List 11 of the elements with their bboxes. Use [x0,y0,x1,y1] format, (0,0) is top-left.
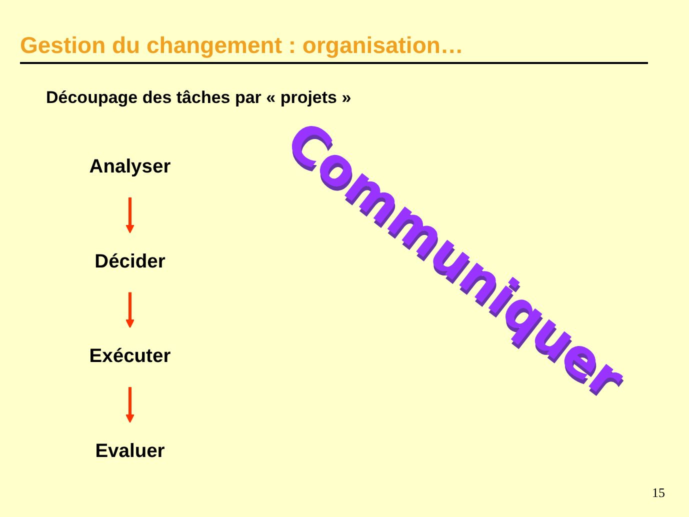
node-text: Décider [94,251,166,272]
arrow [126,197,134,234]
subtitle: Découpage des tâches par « projets » [46,88,352,108]
node-text: Exécuter [89,346,171,368]
node-text: Analyser [89,156,171,178]
arrow [126,387,134,423]
flow-diagram: Analyser Décider Exécuter Evaluer [20,130,240,490]
arrow [126,292,134,328]
node-text: Evaluer [95,440,165,462]
slide-title: Gestion du changement : organisation… [20,32,464,59]
page-number: 15 [652,485,665,501]
